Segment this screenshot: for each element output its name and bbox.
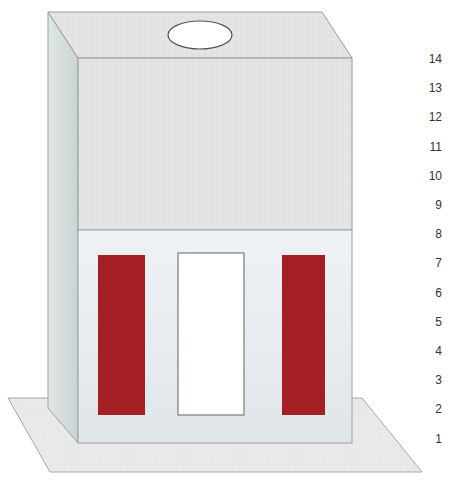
top-opening (168, 21, 232, 49)
top-face (48, 12, 352, 58)
scale-number: 8 (435, 227, 442, 241)
side-face (48, 12, 78, 443)
scale-number: 14 (429, 52, 442, 66)
scale-number: 10 (429, 169, 442, 183)
lower-panel (78, 230, 352, 443)
scale-number: 4 (435, 344, 442, 358)
white-window (178, 253, 244, 415)
scale-number: 1 (435, 432, 442, 446)
scale-number: 9 (435, 198, 442, 212)
scale-number: 2 (435, 402, 442, 416)
scale-number: 11 (430, 140, 442, 154)
scale-number: 5 (435, 315, 442, 329)
scale-number: 3 (435, 373, 442, 387)
upper-panel (78, 58, 352, 230)
scale-number: 6 (435, 286, 442, 300)
scale-number: 13 (429, 81, 442, 95)
scale-number: 7 (435, 256, 442, 270)
scale-number: 12 (429, 110, 442, 124)
red-window (282, 255, 325, 415)
red-window (98, 255, 145, 415)
